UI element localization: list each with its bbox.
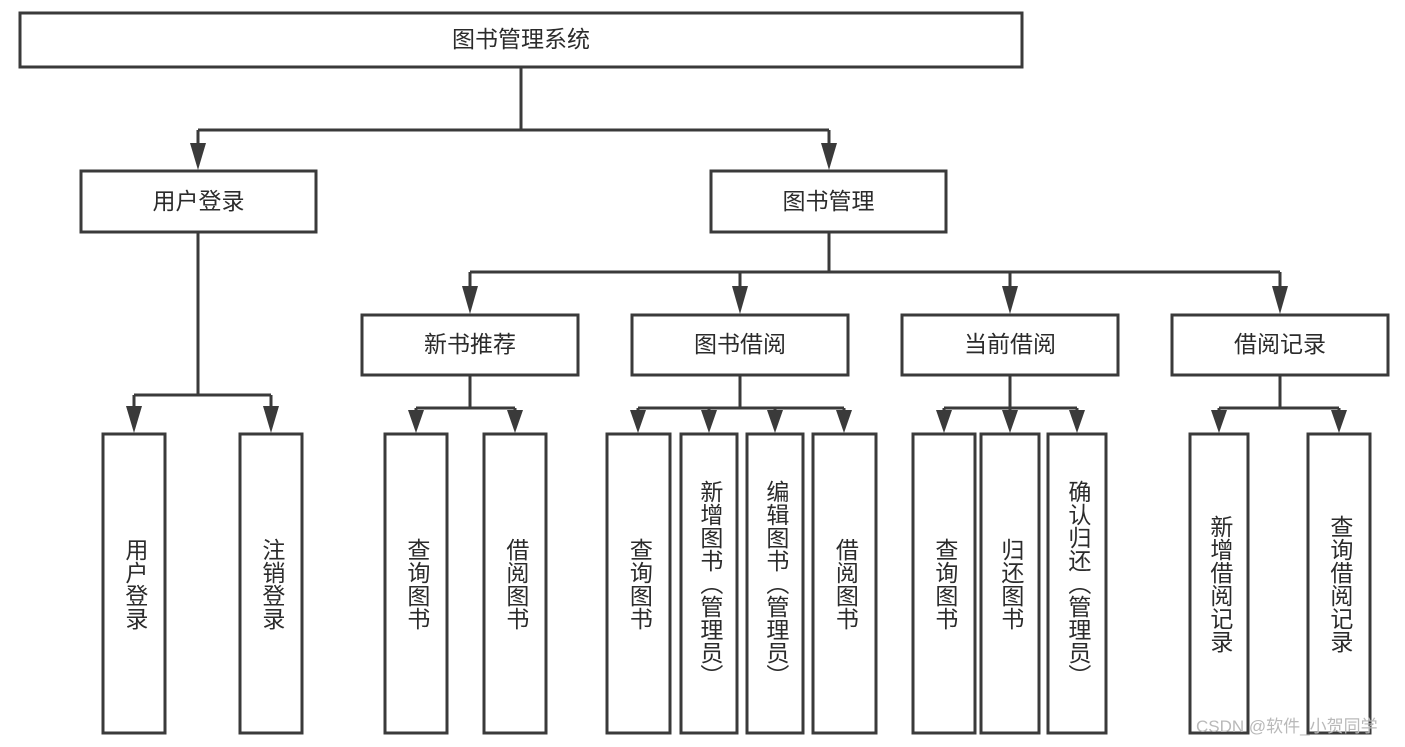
leaf-box-records-query[interactable] <box>1306 432 1372 735</box>
leaf-label-newbook-borrow: 借阅图书 <box>502 537 529 630</box>
node-label-book-management: 图书管理 <box>782 187 875 214</box>
leaf-box-borrow-query[interactable] <box>605 432 672 735</box>
node-label-book-borrow: 图书借阅 <box>694 331 786 358</box>
leaf-label-borrow-query: 查询图书 <box>626 537 653 630</box>
leaf-box-borrow-edit[interactable] <box>745 432 805 735</box>
leaf-box-user-login-logout[interactable] <box>238 432 304 735</box>
leaf-label-borrow-lend: 借阅图书 <box>832 537 859 630</box>
leaf-box-borrow-add[interactable] <box>679 432 739 735</box>
leaf-box-borrow-lend[interactable] <box>811 432 878 735</box>
node-box-user-login[interactable] <box>79 169 318 234</box>
leaf-label-current-return: 归还图书 <box>997 537 1024 630</box>
connector-bookborrow-to-leaves <box>630 375 852 433</box>
csdn-watermark: CSDN @软件_小贺同学 <box>1196 717 1378 736</box>
node-label-new-book-recommend: 新书推荐 <box>424 331 516 358</box>
leaf-label-user-login-logout: 注销登录 <box>258 537 285 630</box>
connector-newbook-to-leaves <box>408 375 523 433</box>
node-box-root[interactable] <box>18 11 1024 69</box>
leaf-label-user-login-login: 用户登录 <box>121 537 148 630</box>
leaf-label-borrow-edit: 编辑图书（管理员） <box>762 480 789 687</box>
connector-root-to-level2 <box>190 67 837 170</box>
connector-currentborrow-to-leaves <box>936 375 1085 433</box>
leaf-box-user-login-login[interactable] <box>101 432 167 735</box>
leaf-box-current-confirm[interactable] <box>1046 432 1108 735</box>
node-label-current-borrow: 当前借阅 <box>964 331 1056 358</box>
leaf-label-records-query: 查询借阅记录 <box>1326 514 1353 653</box>
leaf-box-current-return[interactable] <box>979 432 1041 735</box>
leaf-label-records-add: 新增借阅记录 <box>1206 514 1233 653</box>
node-label-borrow-records: 借阅记录 <box>1234 331 1326 358</box>
node-label-user-login: 用户登录 <box>152 187 245 214</box>
leaf-box-newbook-query[interactable] <box>383 432 449 735</box>
leaf-label-newbook-query: 查询图书 <box>403 537 430 630</box>
connector-bookmgmt-to-level3 <box>462 232 1288 314</box>
node-box-new-book-recommend[interactable] <box>360 313 580 377</box>
connector-records-to-leaves <box>1211 375 1347 433</box>
node-label-root: 图书管理系统 <box>452 26 590 53</box>
node-box-current-borrow[interactable] <box>900 313 1120 377</box>
leaf-label-current-query: 查询图书 <box>931 537 958 630</box>
leaf-label-current-confirm: 确认归还（管理员） <box>1064 480 1091 687</box>
leaf-box-current-query[interactable] <box>911 432 977 735</box>
leaf-box-newbook-borrow[interactable] <box>482 432 548 735</box>
leaf-label-borrow-add: 新增图书（管理员） <box>696 480 723 687</box>
leaf-box-records-add[interactable] <box>1188 432 1250 735</box>
connector-userlogin-to-leaves <box>126 232 279 433</box>
